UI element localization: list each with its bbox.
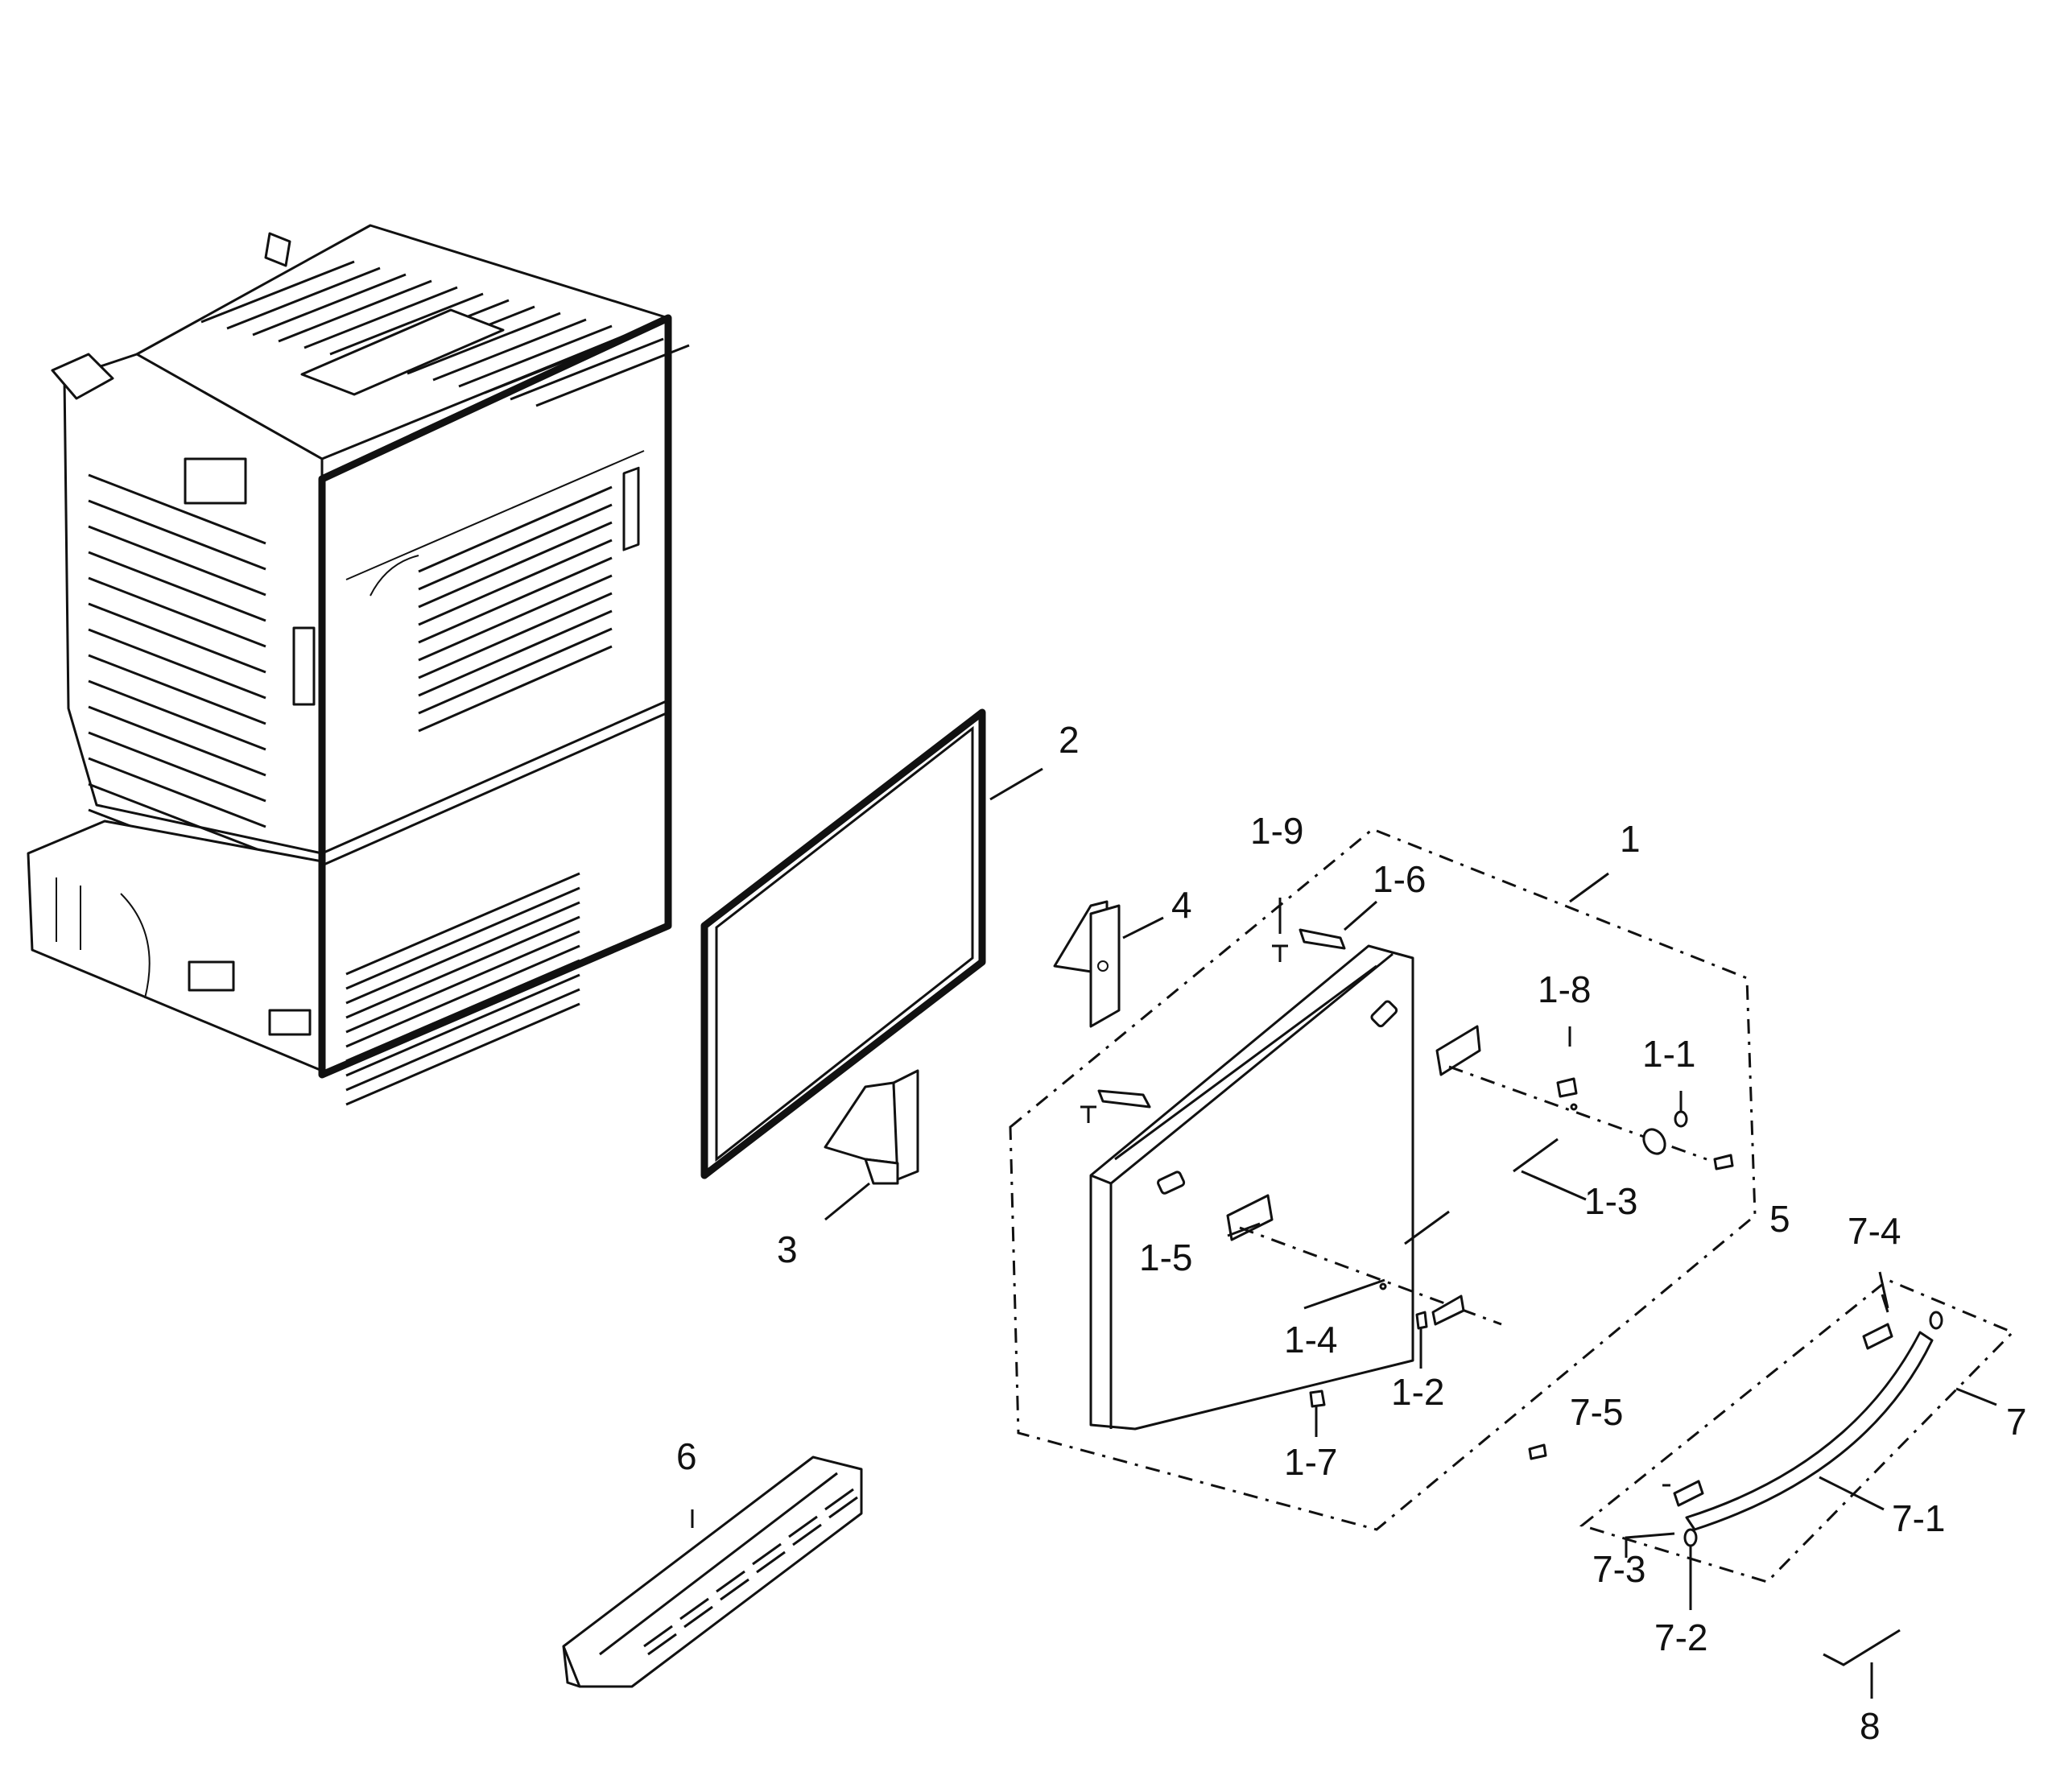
hatch-line	[418, 609, 613, 697]
callout-1-8: 1-8	[1538, 968, 1591, 1010]
callout-1-9: 1-9	[1250, 810, 1303, 852]
hatch-line	[720, 1578, 749, 1601]
callout-7-2: 7-2	[1654, 1617, 1707, 1658]
callout-7-4: 7-4	[1848, 1210, 1901, 1252]
callout-1-2: 1-2	[1391, 1371, 1444, 1413]
callout-4: 4	[1171, 884, 1192, 926]
hatch-line	[88, 602, 266, 674]
callout-7-5: 7-5	[1570, 1391, 1623, 1433]
hatch-line	[252, 273, 407, 337]
hatch-line	[88, 576, 266, 648]
callout-2: 2	[1059, 719, 1080, 761]
hatch-line	[345, 930, 580, 1034]
hatch-line	[278, 279, 432, 343]
hatch-line	[88, 731, 266, 803]
hatch-line	[643, 1625, 673, 1648]
hatch-line	[88, 679, 266, 751]
hinge-bracket-icon	[824, 1069, 919, 1185]
hatch-line	[345, 872, 580, 976]
hatch-line	[752, 1542, 782, 1566]
hatch-line	[88, 782, 266, 854]
clip-icon	[1823, 1629, 1901, 1666]
hatch-line	[716, 1570, 745, 1593]
hatch-line	[345, 944, 580, 1048]
hatch-line	[788, 1515, 818, 1538]
hatch-line	[88, 473, 266, 545]
hatch-line	[345, 901, 580, 1005]
refrigerator-cabinet-icon	[27, 224, 690, 1106]
hatch-line	[418, 592, 613, 679]
hatch-line	[756, 1550, 786, 1574]
leader-lines	[691, 767, 1997, 1699]
hatch-line	[88, 705, 266, 777]
hatch-line	[458, 324, 613, 388]
door-handle-icon	[1528, 1154, 2015, 1583]
callout-1: 1	[1620, 818, 1641, 860]
hatch-line	[418, 539, 613, 626]
hatch-line	[418, 556, 613, 644]
hatch-line	[88, 757, 266, 828]
hatch-line	[418, 485, 613, 573]
callout-labels: 1 1-9 1-6 1-8 1-1 1-3 1-5 1-4 1-2 1-7 2 …	[676, 719, 2027, 1747]
hatch-line	[200, 260, 355, 324]
hatch-line	[535, 344, 690, 407]
hatch-line	[88, 499, 266, 571]
hatch-line	[418, 645, 613, 733]
hatch-line	[345, 1002, 580, 1106]
freezer-drawer-door-icon	[1009, 828, 1757, 1531]
hatch-line	[407, 312, 561, 375]
hatch-line	[226, 266, 381, 330]
callout-7-1: 7-1	[1892, 1497, 1945, 1539]
hatch-line	[418, 574, 613, 662]
callout-1-4: 1-4	[1284, 1319, 1337, 1361]
hatch-line	[432, 318, 587, 382]
callout-5: 5	[1769, 1198, 1790, 1240]
hatch-line	[345, 959, 580, 1063]
hatch-line	[510, 337, 664, 401]
callout-6: 6	[676, 1435, 697, 1477]
hatch-line	[418, 627, 613, 715]
hatch-line	[329, 292, 484, 356]
hatch-line	[345, 886, 580, 990]
hatch-line	[792, 1523, 822, 1546]
hatch-line	[647, 1633, 677, 1656]
hatch-line	[345, 973, 580, 1077]
grille-kickplate-icon	[562, 1455, 863, 1688]
callout-1-7: 1-7	[1284, 1441, 1337, 1483]
hatch-line	[345, 988, 580, 1092]
hatch-line	[418, 521, 613, 609]
callout-3: 3	[777, 1228, 798, 1270]
hatch-line	[88, 551, 266, 622]
callout-7-3: 7-3	[1592, 1548, 1645, 1590]
callout-1-3: 1-3	[1584, 1180, 1637, 1222]
hatch-line	[303, 286, 458, 349]
callout-1-6: 1-6	[1373, 858, 1426, 900]
hatch-line	[418, 503, 613, 591]
callout-8: 8	[1860, 1705, 1881, 1747]
callout-1-1: 1-1	[1642, 1033, 1695, 1075]
hatch-line	[88, 654, 266, 725]
door-gasket-icon	[700, 708, 986, 1179]
hatch-line	[679, 1597, 709, 1621]
hatch-line	[345, 915, 580, 1019]
callout-7: 7	[2006, 1401, 2027, 1443]
hatch-line	[828, 1496, 858, 1519]
hatch-line	[88, 628, 266, 700]
hatch-line	[88, 525, 266, 597]
hinge-bracket-icon	[1053, 900, 1121, 1028]
callout-1-5: 1-5	[1139, 1237, 1192, 1278]
hatch-line	[683, 1605, 713, 1629]
hatch-line	[824, 1488, 854, 1511]
